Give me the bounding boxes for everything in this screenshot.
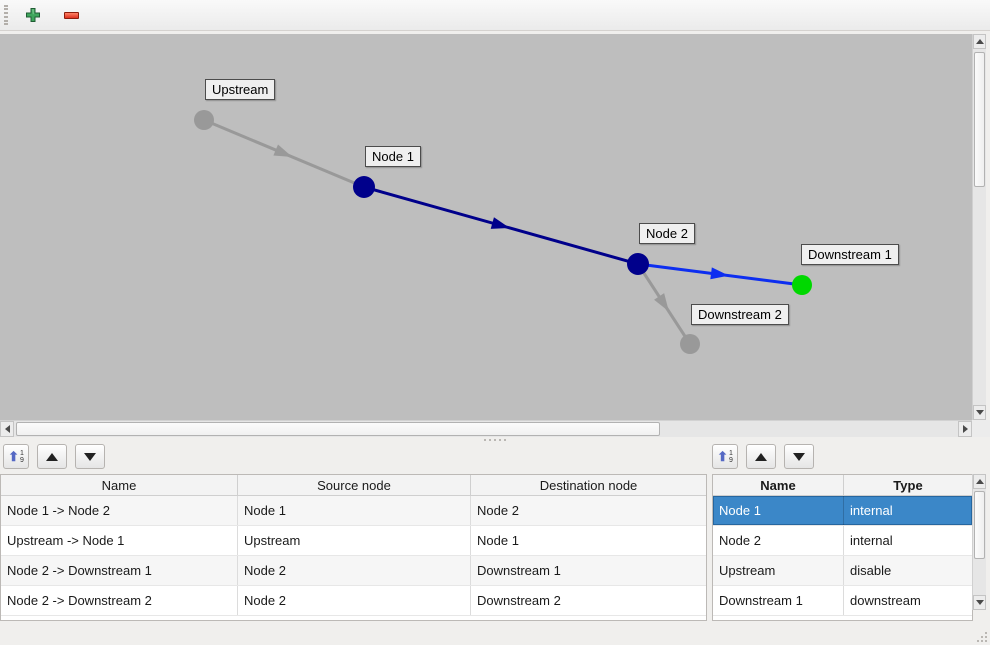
table-row[interactable]: Node 2 internal xyxy=(713,526,972,556)
graph-canvas[interactable]: Upstream Node 1 Node 2 Downstream 1 Down… xyxy=(0,34,972,420)
plus-icon xyxy=(26,8,40,22)
cell-source[interactable]: Node 1 xyxy=(238,496,471,525)
cell-source[interactable]: Node 2 xyxy=(238,586,471,615)
edge-node2-downstream1[interactable] xyxy=(637,262,803,287)
column-header-destination[interactable]: Destination node xyxy=(539,477,638,493)
cell-name[interactable]: Node 1 -> Node 2 xyxy=(1,496,238,525)
scroll-left-button[interactable] xyxy=(0,421,14,437)
nodes-sort-button[interactable]: ⬆ 1 9 xyxy=(712,444,738,469)
graph-node-node2[interactable] xyxy=(627,253,649,275)
cell-name[interactable]: Node 2 -> Downstream 2 xyxy=(1,586,238,615)
triangle-up-icon xyxy=(755,452,767,461)
nodes-panel-toolbar: ⬆ 1 9 xyxy=(712,444,814,470)
table-row[interactable]: Node 1 -> Node 2 Node 1 Node 2 xyxy=(1,496,706,526)
edges-table-header: Name Source node Destination node xyxy=(1,475,706,496)
node-label-downstream2[interactable]: Downstream 2 xyxy=(691,304,789,325)
cell-name[interactable]: Node 1 xyxy=(713,496,844,525)
column-header-name[interactable]: Name xyxy=(713,475,844,495)
scrollbar-corner xyxy=(972,420,990,437)
scroll-down-button[interactable] xyxy=(973,405,986,420)
table-row[interactable]: Downstream 1 downstream xyxy=(713,586,972,616)
table-row[interactable]: Node 2 -> Downstream 1 Node 2 Downstream… xyxy=(1,556,706,586)
remove-button[interactable] xyxy=(58,2,84,28)
cell-destination[interactable]: Downstream 1 xyxy=(477,563,561,578)
triangle-down-icon xyxy=(84,452,96,461)
triangle-left-icon xyxy=(4,425,10,433)
cell-name[interactable]: Upstream xyxy=(713,556,844,585)
scroll-right-button[interactable] xyxy=(958,421,972,437)
minus-icon xyxy=(63,11,79,19)
node-label-node1[interactable]: Node 1 xyxy=(365,146,421,167)
column-header-name[interactable]: Name xyxy=(1,475,238,495)
triangle-up-icon xyxy=(975,479,984,484)
triangle-down-icon xyxy=(975,410,984,415)
cell-name[interactable]: Node 2 -> Downstream 1 xyxy=(1,556,238,585)
cell-source[interactable]: Node 2 xyxy=(238,556,471,585)
canvas-vertical-scrollbar[interactable] xyxy=(972,34,986,420)
column-header-source[interactable]: Source node xyxy=(238,475,471,495)
empty-row xyxy=(1,616,706,620)
main-toolbar xyxy=(0,0,990,31)
cell-type[interactable]: downstream xyxy=(850,593,921,608)
triangle-up-icon xyxy=(975,39,984,44)
cell-name[interactable]: Upstream -> Node 1 xyxy=(1,526,238,555)
edges-panel-toolbar: ⬆ 1 9 xyxy=(3,444,105,470)
cell-destination[interactable]: Node 2 xyxy=(477,503,519,518)
table-row[interactable]: Node 2 -> Downstream 2 Node 2 Downstream… xyxy=(1,586,706,616)
edges-move-down-button[interactable] xyxy=(75,444,105,469)
edge-node1-node2[interactable] xyxy=(363,185,639,266)
splitter-handle[interactable] xyxy=(484,439,506,441)
canvas-horizontal-scrollbar[interactable] xyxy=(0,420,972,437)
nodes-table: Name Type Node 1 internal Node 2 interna… xyxy=(712,474,973,621)
nodes-vscroll-thumb[interactable] xyxy=(974,491,985,559)
cell-type[interactable]: internal xyxy=(850,503,893,518)
edge-node2-downstream2[interactable] xyxy=(636,263,692,345)
triangle-up-icon xyxy=(46,452,58,461)
graph-node-node1[interactable] xyxy=(353,176,375,198)
nodes-move-down-button[interactable] xyxy=(784,444,814,469)
sort-ascending-icon: ⬆ 1 9 xyxy=(717,449,733,464)
node-label-upstream[interactable]: Upstream xyxy=(205,79,276,100)
toolbar-grip-handle[interactable] xyxy=(4,5,8,25)
graph-node-upstream[interactable] xyxy=(194,110,214,130)
graph-node-downstream2[interactable] xyxy=(680,334,700,354)
edges-move-up-button[interactable] xyxy=(37,444,67,469)
add-button[interactable] xyxy=(20,2,46,28)
scroll-up-button[interactable] xyxy=(973,474,986,489)
panel-splitter[interactable] xyxy=(0,437,990,443)
cell-source[interactable]: Upstream xyxy=(238,526,471,555)
triangle-down-icon xyxy=(975,600,984,605)
table-row[interactable]: Upstream disable xyxy=(713,556,972,586)
cell-name[interactable]: Node 2 xyxy=(713,526,844,555)
cell-type[interactable]: disable xyxy=(850,563,892,578)
triangle-down-icon xyxy=(793,452,805,461)
table-row[interactable]: Upstream -> Node 1 Upstream Node 1 xyxy=(1,526,706,556)
table-row-selected[interactable]: Node 1 internal xyxy=(713,496,972,526)
canvas-vscroll-thumb[interactable] xyxy=(974,52,985,187)
cell-destination[interactable]: Node 1 xyxy=(477,533,519,548)
cell-name[interactable]: Downstream 1 xyxy=(713,586,844,615)
column-header-type[interactable]: Type xyxy=(893,477,923,493)
triangle-right-icon xyxy=(962,425,968,433)
canvas-hscroll-thumb[interactable] xyxy=(16,422,660,436)
scroll-up-button[interactable] xyxy=(973,34,986,49)
edges-sort-button[interactable]: ⬆ 1 9 xyxy=(3,444,29,469)
empty-row xyxy=(713,616,972,620)
scroll-down-button[interactable] xyxy=(973,595,986,610)
node-label-node2[interactable]: Node 2 xyxy=(639,223,695,244)
node-label-downstream1[interactable]: Downstream 1 xyxy=(801,244,899,265)
cell-destination[interactable]: Downstream 2 xyxy=(477,593,561,608)
edge-upstream-node1[interactable] xyxy=(203,118,365,189)
graph-node-downstream1[interactable] xyxy=(792,275,812,295)
nodes-table-header: Name Type xyxy=(713,475,972,496)
window-resize-grip[interactable] xyxy=(975,630,987,642)
edges-table: Name Source node Destination node Node 1… xyxy=(0,474,707,621)
cell-type[interactable]: internal xyxy=(850,533,893,548)
sort-ascending-icon: ⬆ 1 9 xyxy=(8,449,24,464)
nodes-move-up-button[interactable] xyxy=(746,444,776,469)
nodes-table-vertical-scrollbar[interactable] xyxy=(972,474,986,610)
